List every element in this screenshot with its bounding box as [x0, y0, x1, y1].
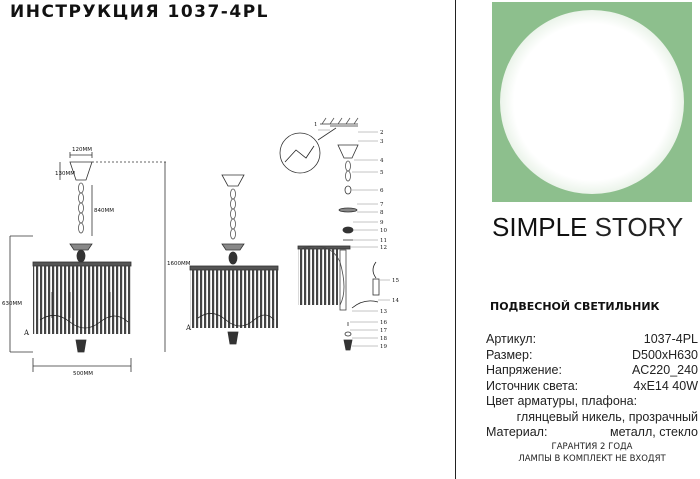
part-number-5: 5	[380, 170, 384, 176]
spec-value: 1037-4PL	[643, 332, 698, 346]
spec-value: металл, стекло	[610, 425, 698, 439]
part-number-4: 4	[380, 158, 384, 164]
dim-body-height: 630MM	[2, 301, 22, 307]
part-number-13: 13	[380, 309, 387, 315]
dim-chain-length: 840MM	[94, 208, 114, 214]
page-title: ИНСТРУКЦИЯ 1037-4PL	[10, 2, 269, 22]
exploded-view	[279, 117, 390, 351]
part-number-16: 16	[380, 320, 387, 326]
part-number-19: 19	[380, 344, 387, 350]
technical-drawing: 120MM 130MM 840MM 1600MM 630MM 500MM A A	[2, 117, 399, 377]
part-number-2: 2	[380, 130, 384, 136]
dimensioned-chandelier	[9, 152, 168, 372]
lamps-note: ЛАМПЫ В КОМПЛЕКТ НЕ ВХОДЯТ	[518, 454, 666, 464]
spec-label: Источник света:	[486, 378, 579, 393]
spec-label: Напряжение:	[486, 363, 562, 377]
dim-canopy-width: 120MM	[72, 147, 92, 153]
spec-row-material: Материал: металл, стекло	[486, 425, 698, 441]
footer-notes: ГАРАНТИЯ 2 ГОДА ЛАМПЫ В КОМПЛЕКТ НЕ ВХОД…	[492, 441, 692, 465]
spec-color-value: глянцевый никель, прозрачный	[516, 409, 698, 424]
vertical-divider	[455, 0, 456, 479]
spec-label: Артикул:	[486, 332, 537, 346]
dim-diameter: 500MM	[73, 371, 93, 377]
product-type: ПОДВЕСНОЙ СВЕТИЛЬНИК	[490, 300, 660, 313]
brand-word-1: SIMPLE	[492, 212, 588, 242]
part-number-14: 14	[392, 298, 399, 304]
assembled-chandelier	[189, 174, 279, 345]
part-number-18: 18	[380, 336, 387, 342]
part-number-8: 8	[380, 210, 384, 216]
part-number-12: 12	[380, 245, 387, 251]
brand-name: SIMPLE STORY	[492, 212, 697, 243]
spec-list: Артикул: 1037-4PL Размер: D500xH630 Напр…	[486, 332, 698, 441]
part-number-15: 15	[392, 278, 399, 284]
point-label-a: A	[23, 329, 30, 337]
dim-total-height: 1600MM	[167, 261, 191, 267]
spec-row-light-source: Источник света: 4xE14 40W	[486, 379, 698, 395]
spec-value: D500xH630	[631, 347, 698, 362]
point-label-a-2: A	[185, 324, 192, 332]
spec-row-size: Размер: D500xH630	[486, 348, 698, 364]
spec-value: 4xE14 40W	[633, 378, 698, 393]
brand-logo	[492, 2, 692, 202]
part-number-11: 11	[380, 238, 387, 244]
spec-color-label: Цвет арматуры, плафона:	[486, 394, 638, 408]
part-number-labels: 1 2 3 4 5 6 7 8 9 10 11 12 15 14 13 16 1…	[314, 122, 399, 350]
part-number-6: 6	[380, 188, 384, 194]
warranty-note: ГАРАНТИЯ 2 ГОДА	[551, 442, 633, 452]
brand-word-2: STORY	[594, 212, 684, 242]
part-number-9: 9	[380, 220, 384, 226]
spec-value: AC220_240	[631, 363, 698, 377]
dim-canopy-height: 130MM	[55, 171, 75, 177]
spec-label: Материал:	[486, 425, 548, 439]
logo-circle-icon	[500, 10, 684, 194]
part-number-17: 17	[380, 328, 387, 334]
part-number-3: 3	[380, 139, 384, 145]
spec-label: Размер:	[486, 347, 533, 362]
part-number-7: 7	[380, 202, 384, 208]
part-number-1: 1	[314, 122, 318, 128]
spec-row-voltage: Напряжение: AC220_240	[486, 363, 698, 379]
spec-row-article: Артикул: 1037-4PL	[486, 332, 698, 348]
part-number-10: 10	[380, 228, 387, 234]
